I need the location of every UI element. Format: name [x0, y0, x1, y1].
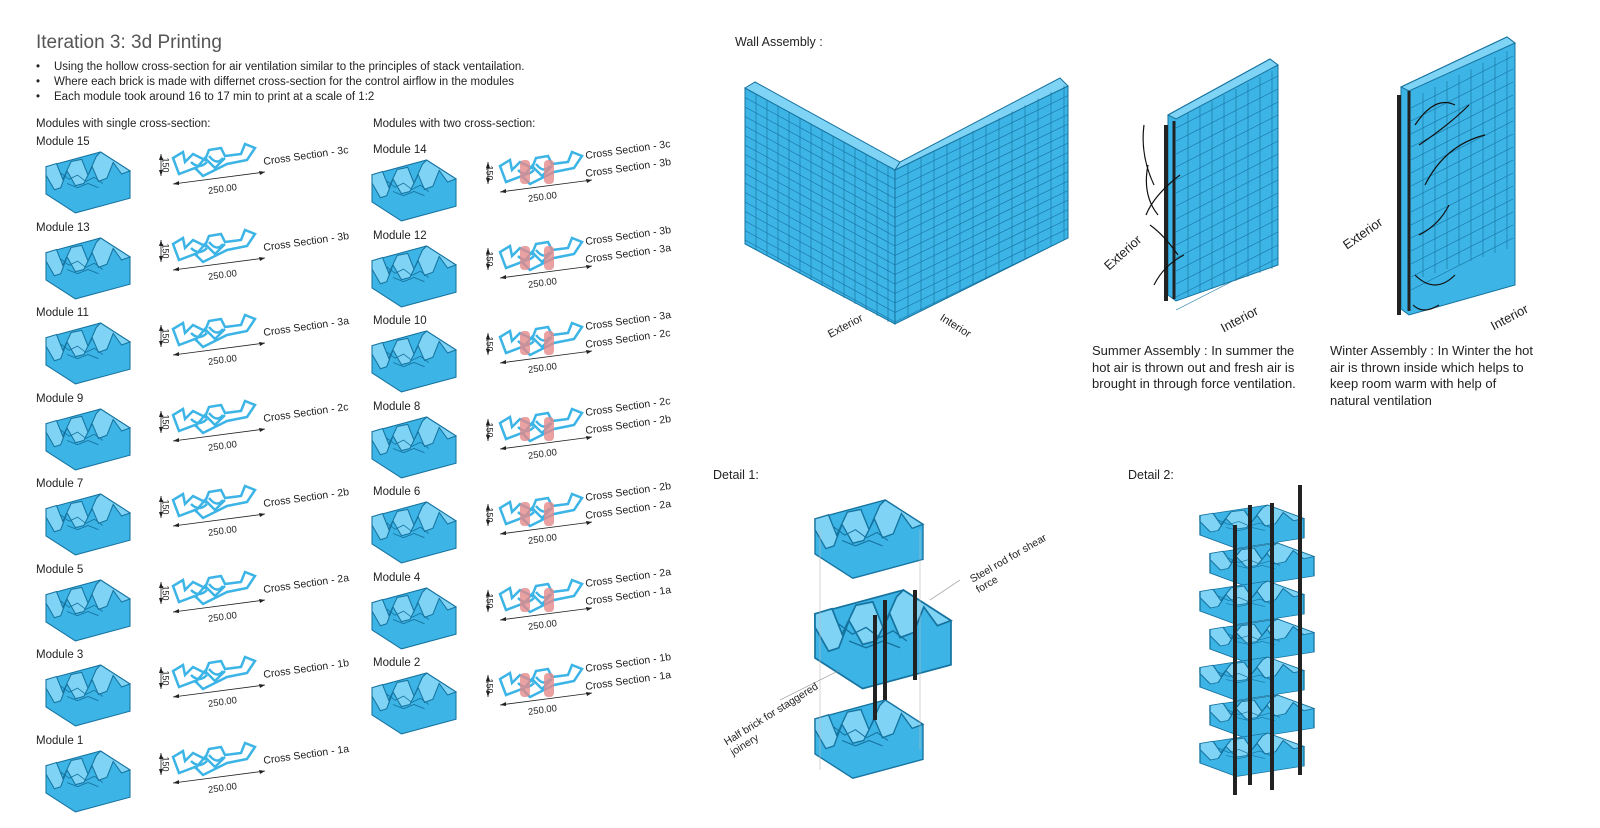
- module-brick-render: [371, 672, 457, 735]
- module-brick-render: [371, 159, 457, 222]
- single-heading: Modules with single cross-section:: [36, 118, 211, 130]
- dimension-height: 150: [484, 421, 495, 438]
- dimension-height: 150: [160, 328, 171, 344]
- module-name: Module 5: [36, 563, 84, 576]
- module-brick-render: [45, 151, 131, 214]
- module-brick-render: [371, 415, 457, 478]
- module-brick-render: [371, 244, 457, 307]
- module-brick-render: [45, 664, 131, 727]
- wall-assembly-diagram: [743, 77, 1069, 325]
- dimension-height: 150: [484, 250, 495, 267]
- wall-heading: Wall Assembly :: [735, 35, 823, 49]
- cross-section-drawing: [485, 407, 593, 450]
- summer-assembly-diagram: [1142, 58, 1279, 311]
- module-name: Module 7: [36, 478, 84, 490]
- module-name: Module 8: [373, 400, 421, 413]
- module-brick-render: [45, 407, 131, 470]
- bullet-item: Using the hollow cross-section for air v…: [36, 60, 524, 75]
- dimension-height: 150: [160, 413, 171, 430]
- dimension-height: 150: [484, 165, 495, 181]
- dimension-height: 150: [484, 678, 495, 694]
- bullet-item: Where each brick is made with differnet …: [36, 75, 524, 90]
- double-heading: Modules with two cross-section:: [373, 118, 536, 130]
- dimension-height: 150: [160, 242, 171, 259]
- module-brick-render: [45, 236, 131, 299]
- detail1-diagram: [779, 499, 961, 779]
- cross-section-drawing: [485, 663, 593, 707]
- cross-section-drawing: [485, 578, 593, 621]
- module-name: Module 13: [36, 221, 90, 234]
- module-brick-render: [371, 330, 457, 393]
- detail1-rod-label: Steel rod for shear force: [968, 531, 1049, 596]
- module-name: Module 2: [373, 657, 421, 669]
- module-name: Module 3: [36, 649, 84, 661]
- dimension-height: 150: [484, 592, 495, 609]
- module-name: Module 11: [36, 307, 89, 319]
- module-name: Module 12: [373, 229, 427, 242]
- winter-caption: Winter Assembly : In Winter the hot air …: [1330, 343, 1534, 408]
- dimension-height: 150: [484, 507, 495, 523]
- summer-interior-label: Interior: [1218, 303, 1261, 336]
- cross-section-drawing: [485, 492, 593, 536]
- dimension-height: 150: [484, 336, 495, 352]
- summer-caption: Summer Assembly : In summer the hot air …: [1092, 343, 1296, 391]
- module-name: Module 6: [373, 486, 421, 498]
- page-title: Iteration 3: 3d Printing: [36, 32, 222, 53]
- detail1-heading: Detail 1:: [713, 468, 759, 482]
- winter-assembly-diagram: [1397, 36, 1516, 316]
- module-brick-render: [45, 749, 131, 812]
- module-name: Module 1: [36, 734, 84, 747]
- dimension-height: 150: [160, 755, 171, 772]
- detail2-heading: Detail 2:: [1128, 468, 1174, 482]
- module-brick-render: [45, 493, 131, 556]
- detail2-diagram: [1199, 485, 1315, 795]
- dimension-height: 150: [160, 499, 171, 515]
- cross-section-drawing: [485, 321, 593, 365]
- module-brick-render: [371, 586, 457, 649]
- winter-exterior-label: Exterior: [1340, 214, 1386, 253]
- dimension-height: 150: [160, 157, 171, 173]
- cross-section-drawing: [485, 150, 593, 194]
- module-name: Module 14: [373, 144, 427, 156]
- summer-exterior-label: Exterior: [1101, 232, 1145, 274]
- module-brick-render: [45, 322, 131, 385]
- module-name: Module 10: [373, 315, 427, 327]
- module-brick-render: [45, 578, 131, 641]
- module-brick-render: [371, 501, 457, 564]
- intro-bullets: Using the hollow cross-section for air v…: [36, 60, 524, 105]
- module-name: Module 15: [36, 136, 90, 148]
- dimension-height: 150: [160, 670, 171, 686]
- bullet-item: Each module took around 16 to 17 min to …: [36, 90, 524, 105]
- dimension-height: 150: [160, 584, 171, 601]
- module-name: Module 4: [373, 571, 421, 584]
- cross-section-drawing: [485, 236, 593, 279]
- module-name: Module 9: [36, 392, 84, 405]
